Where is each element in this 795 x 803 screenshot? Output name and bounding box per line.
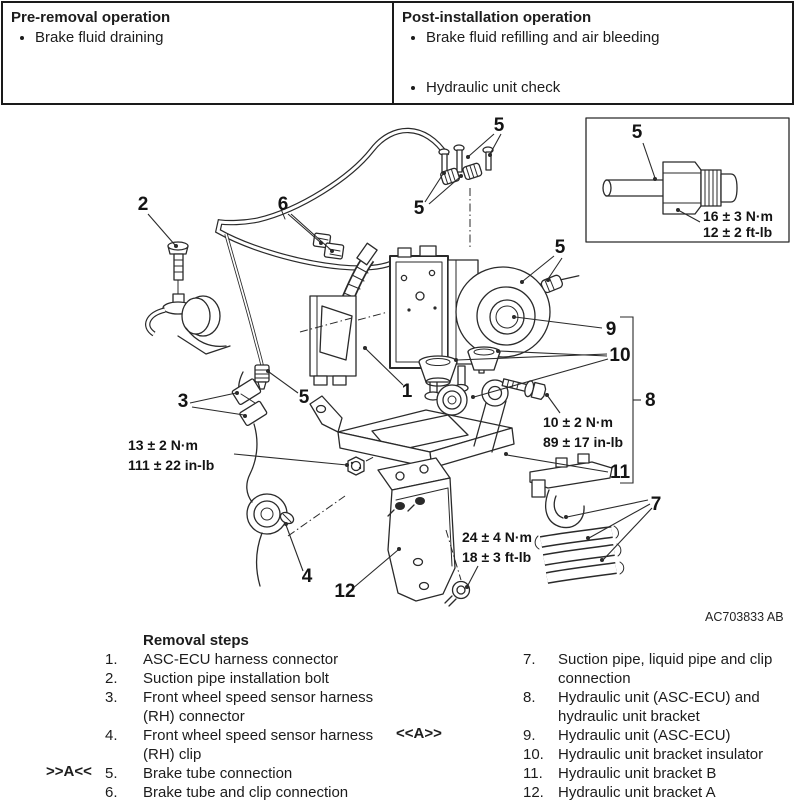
step-item: 6. Brake tube and clip connection — [105, 783, 405, 802]
exploded-view-diagram: 5 16 ± 3 N·m 12 ± 2 ft-lb — [128, 115, 790, 624]
flare-nut-torque-alt: 12 ± 2 ft-lb — [703, 224, 772, 240]
step-item: 12. Hydraulic unit bracket A — [523, 783, 785, 802]
post-installation-item: Brake fluid refilling and air bleeding — [426, 28, 784, 47]
post-installation-list: Brake fluid refilling and air bleeding H… — [402, 28, 784, 97]
callout-2: 2 — [138, 194, 149, 215]
step-number: 7. — [523, 651, 536, 668]
step-number: 1. — [105, 651, 118, 668]
callout-5-mid: 5 — [414, 198, 425, 219]
step-item: 5. Brake tube connection — [105, 764, 405, 783]
step-number: 11. — [523, 765, 543, 782]
post-installation-cell: Post-installation operation Brake fluid … — [394, 3, 792, 103]
bracket-a-bolt-torque-alt: 18 ± 3 ft-lb — [462, 549, 531, 565]
callout-12: 12 — [334, 581, 355, 602]
callout-leaders — [147, 133, 653, 590]
steps-column-right: 7. Suction pipe, liquid pipe and clip co… — [523, 650, 785, 802]
step-item: 10. Hydraulic unit bracket insulator — [523, 745, 785, 764]
bracket-a-bolt — [444, 580, 471, 607]
pre-removal-cell: Pre-removal operation Brake fluid draini… — [3, 3, 394, 103]
suction-pipe — [145, 293, 231, 355]
step-text: Hydraulic unit bracket B — [558, 765, 717, 782]
steps-column-left: 1. ASC-ECU harness connector 2. Suction … — [105, 650, 405, 802]
step-item: 11. Hydraulic unit bracket B — [523, 764, 785, 783]
step-item: 8. Hydraulic unit (ASC-ECU) and hydrauli… — [523, 688, 785, 726]
bracket-bolt-torque-nm: 10 ± 2 N·m — [543, 414, 613, 430]
brake-pipe — [214, 127, 450, 271]
bracket-a-bolt-torque-nm: 24 ± 4 N·m — [462, 529, 532, 545]
sensor-nut-torque-nm: 13 ± 2 N·m — [128, 437, 198, 453]
step-number: 12. — [523, 784, 544, 801]
callout-1: 1 — [402, 381, 413, 402]
corrugated-pipes — [534, 525, 625, 584]
step-text: Hydraulic unit (ASC-ECU) — [558, 727, 731, 744]
step-text: Hydraulic unit bracket A — [558, 784, 716, 801]
removal-steps-section: Removal steps >>A<< <<A>> 1. ASC-ECU har… — [0, 628, 795, 803]
operations-table: Pre-removal operation Brake fluid draini… — [1, 1, 794, 105]
callout-11: 11 — [610, 462, 631, 483]
step-text: Brake tube connection — [143, 765, 293, 782]
pre-removal-list: Brake fluid draining — [11, 28, 384, 47]
callout-3: 3 — [178, 391, 189, 412]
step-number: 4. — [105, 727, 118, 744]
removal-steps-title: Removal steps — [143, 632, 249, 649]
pipe-clip-assembly — [529, 453, 613, 529]
reinstall-marker-a: >>A<< — [46, 763, 92, 780]
brake-tube-lower — [224, 233, 270, 390]
removal-marker-a: <<A>> — [396, 725, 442, 742]
pre-removal-item: Brake fluid draining — [35, 28, 384, 47]
suction-pipe-bolt — [167, 241, 189, 295]
step-number: 9. — [523, 727, 536, 744]
step-number: 2. — [105, 670, 118, 687]
step-text: Hydraulic unit bracket insulator — [558, 746, 764, 763]
hydraulic-unit-bracket-b — [309, 379, 515, 469]
bracket-insulators — [418, 346, 501, 416]
callout-7: 7 — [651, 494, 662, 515]
step-item: 4. Front wheel speed sensor harness (RH)… — [105, 726, 405, 764]
callout-5-low: 5 — [299, 387, 310, 408]
step-text: Suction pipe, liquid pipe and clip conne… — [558, 651, 773, 687]
callout-9: 9 — [606, 319, 617, 340]
step-number: 10. — [523, 746, 544, 763]
step-item: 2. Suction pipe installation bolt — [105, 669, 405, 688]
flare-nut-inset: 5 16 ± 3 N·m 12 ± 2 ft-lb — [585, 117, 790, 243]
callout-10: 10 — [609, 345, 630, 366]
flare-nut-torque-nm: 16 ± 3 N·m — [703, 208, 773, 224]
callout-5-inset: 5 — [632, 122, 643, 143]
callout-8: 8 — [645, 390, 656, 411]
hydraulic-unit-bracket-a — [377, 457, 462, 602]
step-number: 3. — [105, 689, 118, 706]
callout-4: 4 — [302, 566, 313, 587]
bracket-bolt-torque-alt: 89 ± 17 in-lb — [543, 434, 623, 450]
step-text: ASC-ECU harness connector — [143, 651, 339, 668]
callout-5-right: 5 — [555, 237, 566, 258]
step-text: Suction pipe installation bolt — [143, 670, 329, 687]
pre-removal-title: Pre-removal operation — [11, 9, 171, 26]
brake-tube-fittings-top — [438, 144, 494, 250]
step-item: 1. ASC-ECU harness connector — [105, 650, 405, 669]
step-text: Front wheel speed sensor harness (RH) co… — [143, 689, 374, 725]
pipe-clips — [312, 232, 345, 260]
callout-6: 6 — [278, 194, 289, 215]
asc-ecu-connector — [299, 242, 389, 386]
step-number: 6. — [105, 784, 118, 801]
figure-code: AC703833 AB — [705, 610, 784, 624]
hydraulic-unit — [389, 245, 551, 401]
step-item: 3. Front wheel speed sensor harness (RH)… — [105, 688, 405, 726]
sensor-nut-torque-alt: 111 ± 22 in-lb — [128, 457, 214, 473]
step-number: 5. — [105, 765, 118, 782]
wheel-speed-sensor-harness — [231, 371, 295, 587]
step-text: Brake tube and clip connection — [143, 784, 349, 801]
step-item: 7. Suction pipe, liquid pipe and clip co… — [523, 650, 785, 688]
step-item: 9. Hydraulic unit (ASC-ECU) — [523, 726, 785, 745]
callout-5-top: 5 — [494, 115, 505, 136]
step-text: Hydraulic unit (ASC-ECU) and hydraulic u… — [558, 689, 760, 725]
post-installation-item: Hydraulic unit check — [426, 78, 784, 97]
post-installation-title: Post-installation operation — [402, 9, 592, 26]
step-text: Front wheel speed sensor harness (RH) cl… — [143, 727, 374, 763]
step-number: 8. — [523, 689, 536, 706]
